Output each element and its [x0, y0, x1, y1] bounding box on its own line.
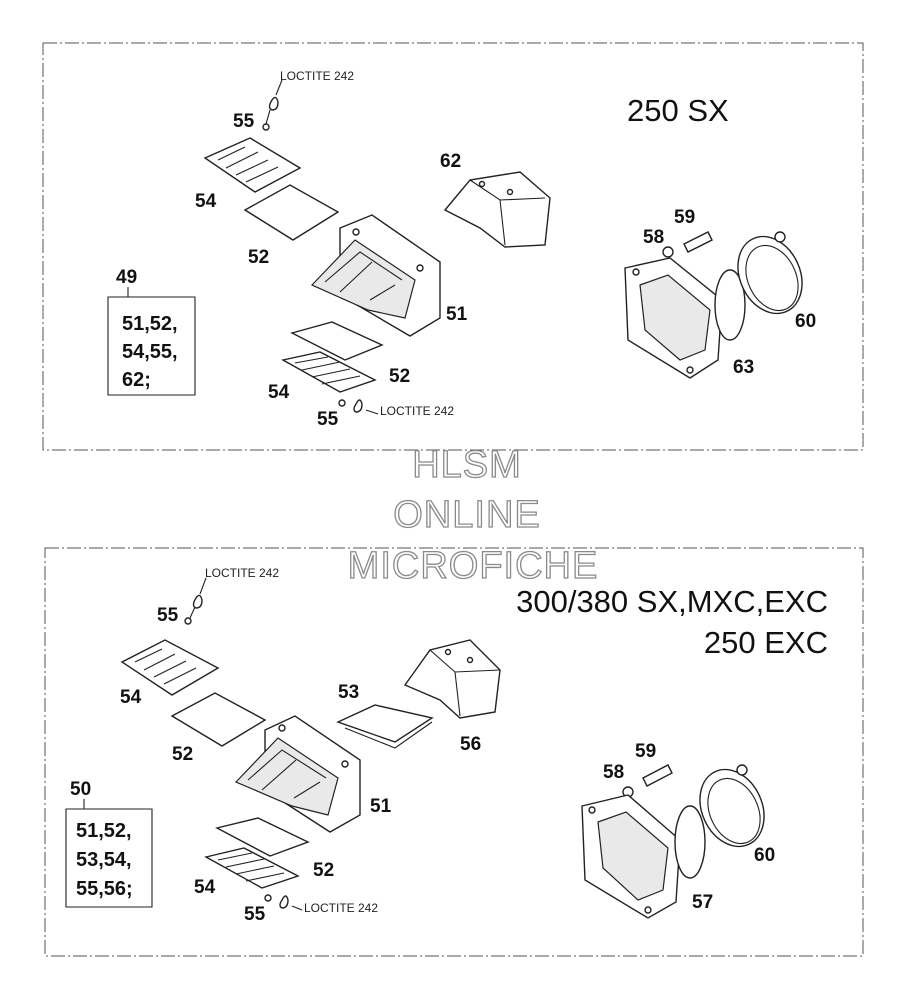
bottom-loctite-lower: LOCTITE 242 — [304, 901, 378, 915]
bottom-callout-60: 60 — [754, 845, 775, 866]
bottom-kit-line-1: 51,52, — [76, 820, 132, 842]
watermark-line-1: HLSM — [412, 444, 522, 486]
bottom-callout-55-upper: 55 — [157, 605, 179, 626]
bottom-kit-box — [65, 808, 153, 908]
bottom-clamp-60 — [699, 764, 765, 848]
top-model-title: 250 SX — [627, 93, 729, 128]
bottom-reed-plate-upper — [170, 692, 267, 747]
bottom-callout-57: 57 — [692, 892, 713, 913]
top-callout-52-lower: 52 — [389, 366, 410, 387]
bottom-kit-line-3: 55,56; — [76, 878, 133, 900]
bottom-callout-59: 59 — [635, 741, 656, 762]
top-part-62 — [443, 171, 551, 248]
top-callout-63: 63 — [733, 357, 754, 378]
top-reed-plate-lower — [290, 321, 384, 361]
bottom-callout-51: 51 — [370, 796, 392, 817]
top-screw-upper — [262, 79, 283, 131]
bottom-reed-petal-lower — [204, 847, 300, 889]
top-kit-line-3: 62; — [122, 369, 151, 391]
bottom-callout-58: 58 — [603, 762, 624, 783]
top-kit-line-1: 51,52, — [122, 313, 178, 335]
top-callout-58: 58 — [643, 227, 664, 248]
top-callout-51: 51 — [446, 304, 468, 325]
top-kit-number: 49 — [116, 267, 137, 288]
top-intake-flange-63 — [624, 257, 746, 379]
bottom-screw-lower — [264, 894, 303, 911]
bottom-callout-54-lower: 54 — [194, 877, 216, 898]
bottom-kit-number: 50 — [70, 779, 91, 800]
bottom-screw-upper — [184, 577, 207, 625]
top-bolt-59 — [683, 231, 713, 253]
watermark-line-2: ONLINE — [393, 494, 540, 536]
top-screw-lower — [338, 399, 379, 415]
top-loctite-lower: LOCTITE 242 — [380, 404, 454, 418]
top-reed-block — [310, 214, 441, 337]
top-reed-petal-upper — [203, 137, 302, 193]
bottom-panel-frame — [44, 547, 864, 957]
top-reed-plate-upper — [243, 184, 340, 241]
bottom-callout-53: 53 — [338, 682, 359, 703]
top-washer-58 — [662, 246, 674, 258]
top-reed-petal-lower — [281, 351, 377, 393]
bottom-loctite-upper: LOCTITE 242 — [205, 566, 279, 580]
top-kit-line-2: 54,55, — [122, 341, 178, 363]
bottom-panel: 300/380 SX,MXC,EXC 250 EXC LOCTITE 242 5… — [44, 547, 864, 957]
bottom-model-title-1: 300/380 SX,MXC,EXC — [516, 584, 828, 619]
bottom-callout-52-upper: 52 — [172, 744, 193, 765]
bottom-intake-flange-57 — [581, 794, 706, 919]
bottom-reed-petal-upper — [120, 639, 220, 696]
bottom-callout-55-lower: 55 — [244, 904, 266, 925]
top-loctite-upper: LOCTITE 242 — [280, 69, 354, 83]
bottom-kit-line-2: 53,54, — [76, 849, 132, 871]
bottom-part-53 — [336, 704, 434, 743]
top-callout-59: 59 — [674, 207, 695, 228]
top-callout-60: 60 — [795, 311, 816, 332]
top-panel-frame — [42, 42, 864, 451]
bottom-callout-54-upper: 54 — [120, 687, 142, 708]
bottom-model-title-2: 250 EXC — [704, 625, 828, 660]
top-clamp-60 — [737, 231, 803, 315]
watermark-line-3: MICROFICHE — [348, 545, 599, 587]
top-callout-54-lower: 54 — [268, 382, 290, 403]
bottom-reed-block — [234, 715, 361, 833]
watermark: HLSM ONLINE MICROFICHE — [347, 443, 599, 587]
bottom-callout-56: 56 — [460, 734, 481, 755]
top-callout-62: 62 — [440, 151, 461, 172]
top-kit-box — [107, 296, 196, 396]
bottom-callout-52-lower: 52 — [313, 860, 334, 881]
top-callout-55-upper: 55 — [233, 111, 255, 132]
top-callout-54-upper: 54 — [195, 191, 217, 212]
top-panel: 250 SX LOCTITE 242 55 54 52 51 — [42, 42, 864, 451]
bottom-bolt-59 — [642, 764, 673, 787]
bottom-reed-plate-lower — [215, 817, 310, 857]
bottom-part-56 — [403, 639, 501, 719]
top-callout-52-upper: 52 — [248, 247, 269, 268]
top-callout-55-lower: 55 — [317, 409, 339, 430]
